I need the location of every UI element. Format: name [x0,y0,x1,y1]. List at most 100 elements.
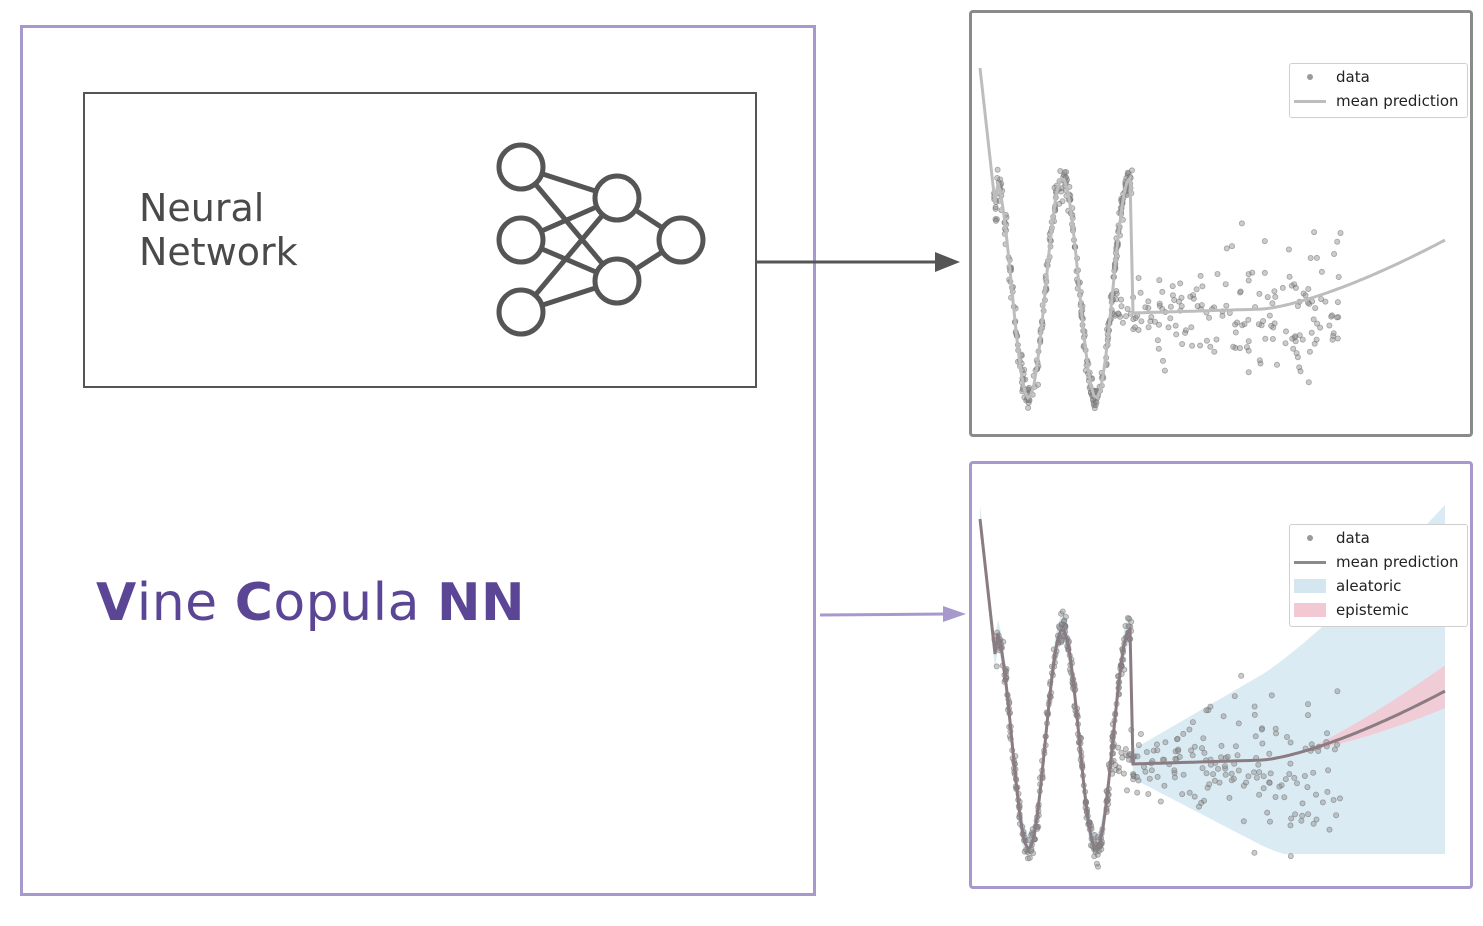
data-point [1322,298,1329,305]
data-point [1172,322,1179,329]
data-point [1217,754,1224,761]
data-point [1256,290,1263,297]
data-point [1178,303,1185,310]
data-point [1238,220,1245,227]
data-point [1169,283,1176,290]
data-point [1143,748,1150,755]
data-point [1148,767,1155,774]
data-point [1259,740,1266,747]
data-point [1214,765,1221,772]
data-point [1294,354,1301,361]
title-c: C [234,573,274,633]
data-point [1197,342,1204,349]
data-point [1119,754,1126,761]
mean-prediction-line [978,67,1446,401]
data-point [1199,765,1206,772]
data-point [1156,300,1163,307]
epistemic-band [1304,665,1445,752]
data-point [1191,743,1198,750]
data-point [1230,343,1237,350]
data-point [1122,746,1129,753]
data-point [1258,322,1265,329]
data-point [992,205,999,212]
data-point [1324,788,1331,795]
data-point [1272,725,1279,732]
data-point [1135,274,1142,281]
data-point [1336,795,1343,802]
legend-bottom-aleatoric: aleatoric [1290,575,1467,597]
data-point [992,204,999,211]
data-point [1156,277,1163,284]
data-point [1145,298,1152,305]
data-point [1201,749,1208,756]
data-point [1312,305,1319,312]
nn-prediction-plot-canvas [978,67,1446,412]
data-point [1093,399,1100,406]
data-point [1222,771,1229,778]
data-point [1147,318,1154,325]
data-point [1314,320,1321,327]
title-opula: opula [273,573,437,633]
data-point [1258,726,1265,733]
data-point [1222,281,1229,288]
legend-dot-icon [1307,535,1313,541]
data-point [1159,357,1166,364]
data-point [1236,345,1243,352]
data-point [1228,777,1235,784]
data-point [1153,741,1160,748]
data-point [1312,791,1319,798]
data-point [1200,735,1207,742]
data-point [1234,319,1241,326]
data-point [1159,288,1166,295]
data-point [1155,321,1162,328]
data-point [1310,769,1317,776]
data-point [1260,785,1267,792]
data-point [1173,331,1180,338]
data-point [1155,345,1162,352]
data-point [1223,302,1230,309]
data-point [1251,849,1258,856]
data-point [1245,316,1252,323]
data-point [1318,268,1325,275]
data-point [1232,329,1239,336]
data-point [1251,703,1258,710]
data-point [1091,853,1098,860]
data-point [1134,789,1141,796]
data-point [1299,800,1306,807]
data-point [1180,730,1187,737]
data-point [1235,767,1242,774]
neural-network-label: Neural Network [139,186,298,274]
data-point [1299,336,1306,343]
data-point [1161,782,1168,789]
data-point [1058,637,1065,644]
data-point [1334,238,1341,245]
vine-copula-nn-container [20,25,816,896]
data-point [1175,298,1182,305]
data-point [1245,773,1252,780]
data-point [1122,313,1129,320]
data-point [1266,750,1273,757]
data-point [1287,853,1294,860]
data-point [994,166,1001,173]
data-point [1262,335,1269,342]
data-point [1220,713,1227,720]
data-point [1264,294,1271,301]
data-point [1305,811,1312,818]
data-point [1234,752,1241,759]
data-point [1115,310,1122,317]
data-point [1207,343,1214,350]
legend-patch-icon [1294,579,1326,593]
data-point [1135,777,1142,784]
data-point [1203,707,1210,714]
data-point [1260,773,1267,780]
data-point [1252,733,1259,740]
data-point [1112,766,1119,773]
data-point [1266,312,1273,319]
data-point [1283,733,1290,740]
data-point [1287,822,1294,829]
data-point [1337,229,1344,236]
data-point [1282,328,1289,335]
data-point [1148,313,1155,320]
data-point [1028,848,1035,855]
